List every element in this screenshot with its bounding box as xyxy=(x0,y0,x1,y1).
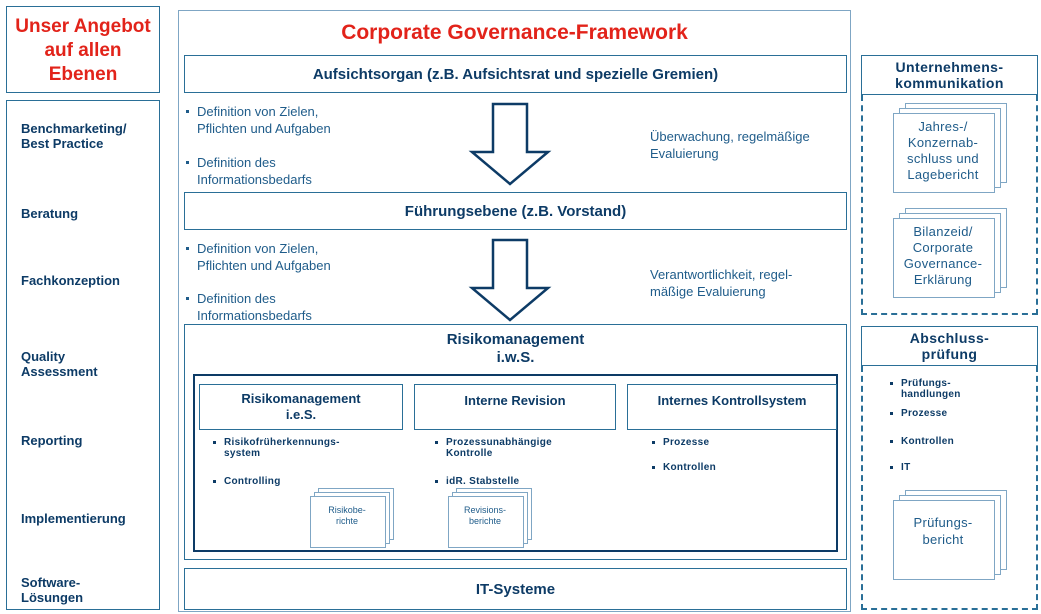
audit-bullet4: IT xyxy=(890,462,911,473)
audit-bullet1: Prüfungs- xyxy=(901,378,951,389)
ics-title: Internes Kontrollsystem xyxy=(657,393,807,408)
governance-doc-line3: Governance- xyxy=(903,256,983,271)
offer-item-reporting: Reporting xyxy=(21,433,83,448)
governance-doc-line1: Bilanzeid/ xyxy=(913,224,973,239)
offer-heading-line2: auf allen xyxy=(44,40,122,61)
offer-item-beratung: Beratung xyxy=(21,206,79,221)
risk-reports-document-icon: Risikobe- richte xyxy=(310,488,396,548)
offer-item-assessment: Assessment xyxy=(21,364,98,379)
governance-doc-line4: Erklärung xyxy=(913,272,973,287)
offer-item-best-practice: Best Practice xyxy=(21,136,104,151)
rm-ies-title-line2: i.e.S. xyxy=(285,407,317,422)
arrow2-left-line1: Definition von Zielen, xyxy=(197,241,319,256)
governance-doc-line2: Corporate xyxy=(912,240,974,255)
arrow2-left-line4: Informationsbedarfs xyxy=(197,308,312,323)
audit-bullet2: Prozesse xyxy=(889,408,948,419)
ics-bullet1: Prozesse xyxy=(651,437,710,448)
down-arrow-icon xyxy=(468,238,552,322)
offer-items-box: Benchmarketing/ Best Practice Beratung F… xyxy=(6,100,160,610)
rm-ies-bullet1: Risikofrüherkennungs- xyxy=(224,437,340,448)
audit-bullet3: Kontrollen xyxy=(890,436,954,447)
arrow2-left-line2: Pflichten und Aufgaben xyxy=(197,258,331,273)
management-box: Führungsebene (z.B. Vorstand) xyxy=(184,192,847,230)
risk-management-inner-box xyxy=(193,374,838,552)
offer-item-software: Software- xyxy=(21,575,81,590)
offer-heading-line1: Unser Angebot xyxy=(15,16,151,37)
audit-reports-document-icon: Revisions- berichte xyxy=(448,488,534,548)
annual-report-doc-line4: Lagebericht xyxy=(907,167,979,182)
audit-title-line1: Abschluss- xyxy=(909,330,990,346)
risk-management-title-line1: Risikomanagement xyxy=(446,331,585,348)
offer-item-implementierung: Implementierung xyxy=(21,511,126,526)
communication-title-box: Unternehmens- kommunikation xyxy=(861,55,1038,95)
communication-dashed-frame xyxy=(861,95,1038,315)
offer-item-benchmarketing: Benchmarketing/ xyxy=(21,121,127,136)
governance-statement-document-icon: Bilanzeid/ Corporate Governance- Erkläru… xyxy=(893,208,1013,298)
arrow2-right-line1: Verantwortlichkeit, regel- xyxy=(650,267,793,282)
arrow1-left-line2: Pflichten und Aufgaben xyxy=(197,121,331,136)
internal-audit-bullet1: Prozessunabhängige xyxy=(446,437,552,448)
supervisory-board-box: Aufsichtsorgan (z.B. Aufsichtsrat und sp… xyxy=(184,55,847,93)
internal-audit-bullet2: idR. Stabstelle xyxy=(434,476,520,487)
risk-management-title-line2: i.w.S. xyxy=(496,349,535,366)
arrow1-left-line3: Definition des xyxy=(197,155,276,170)
rm-ies-bullet2: Controlling xyxy=(213,476,281,487)
arrow1-right-line2: Evaluierung xyxy=(650,146,719,161)
supervisory-board-label: Aufsichtsorgan (z.B. Aufsichtsrat und sp… xyxy=(312,66,719,83)
offer-heading-line3: Ebenen xyxy=(48,64,118,85)
audit-reports-doc-line2: berichte xyxy=(468,516,502,526)
audit-title-line2: prüfung xyxy=(921,346,978,362)
audit-title-box: Abschluss- prüfung xyxy=(861,326,1038,366)
risk-reports-doc-line2: richte xyxy=(335,516,358,526)
offer-heading-box: Unser Angebot auf allen Ebenen xyxy=(6,6,160,93)
annual-report-doc-line3: schluss und xyxy=(907,151,979,166)
offer-item-loesungen: Lösungen xyxy=(21,590,84,605)
offer-item-fachkonzeption: Fachkonzeption xyxy=(21,273,120,288)
annual-report-doc-line1: Jahres-/ xyxy=(918,119,968,134)
audit-reports-doc-line1: Revisions- xyxy=(463,505,506,515)
audit-report-doc-line2: bericht xyxy=(922,532,964,547)
internal-audit-title: Interne Revision xyxy=(464,393,566,408)
ics-box: Internes Kontrollsystem xyxy=(627,384,837,430)
management-label: Führungsebene (z.B. Vorstand) xyxy=(404,203,627,220)
it-systems-box: IT-Systeme xyxy=(184,568,847,610)
it-systems-label: IT-Systeme xyxy=(475,581,556,598)
audit-dashed-frame xyxy=(861,366,1038,610)
rm-ies-title-line1: Risikomanagement xyxy=(241,391,361,406)
communication-title-line1: Unternehmens- xyxy=(895,59,1004,75)
arrow2-right-line2: mäßige Evaluierung xyxy=(650,284,766,299)
rm-ies-bullet1-cont: system xyxy=(224,448,261,459)
framework-title: Corporate Governance-Framework xyxy=(341,21,688,44)
internal-audit-bullet1-cont: Kontrolle xyxy=(446,448,493,459)
arrow1-left-line4: Informationsbedarfs xyxy=(197,172,312,187)
annual-report-document-icon: Jahres-/ Konzernab- schluss und Lageberi… xyxy=(893,103,1013,193)
audit-bullet1-cont: handlungen xyxy=(901,389,961,400)
risk-reports-doc-line1: Risikobe- xyxy=(328,505,366,515)
ics-bullet2: Kontrollen xyxy=(652,462,716,473)
annual-report-doc-line2: Konzernab- xyxy=(907,135,979,150)
audit-report-doc-line1: Prüfungs- xyxy=(913,515,973,530)
internal-audit-box: Interne Revision xyxy=(414,384,616,430)
down-arrow-icon xyxy=(468,102,552,186)
communication-title-line2: kommunikation xyxy=(895,75,1004,91)
arrow1-right-line1: Überwachung, regelmäßige xyxy=(650,129,810,144)
arrow1-left-line1: Definition von Zielen, xyxy=(197,104,319,119)
offer-item-quality: Quality xyxy=(21,349,66,364)
audit-report-document-icon: Prüfungs- bericht xyxy=(893,490,1013,580)
arrow2-left-line3: Definition des xyxy=(197,291,276,306)
rm-ies-box: Risikomanagement i.e.S. xyxy=(199,384,403,430)
